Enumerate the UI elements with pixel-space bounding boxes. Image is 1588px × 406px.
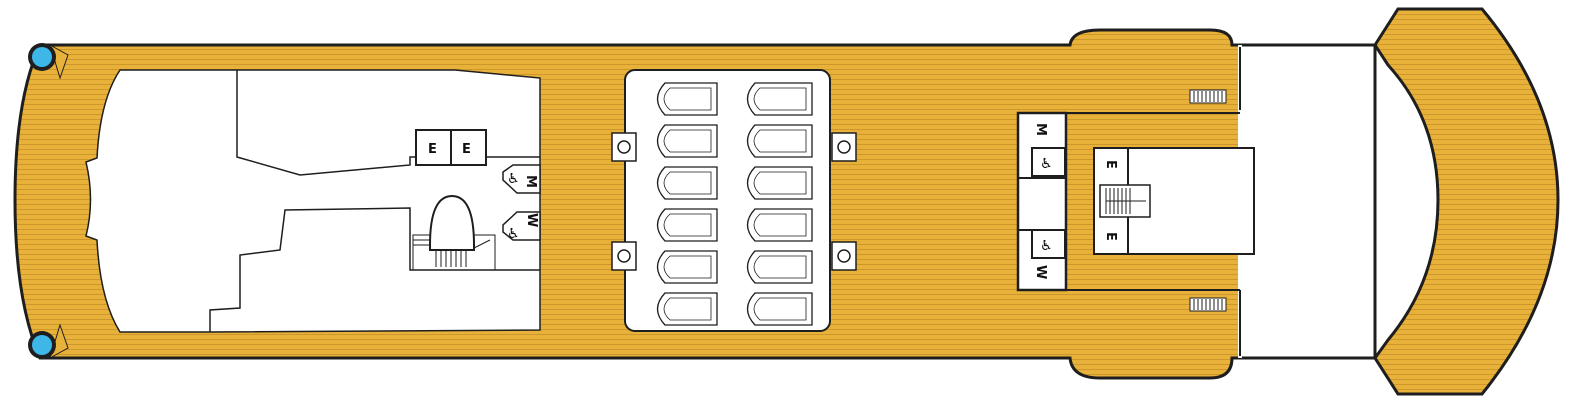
accessible-icon: ♿	[1040, 156, 1053, 172]
accessible-icon: ♿	[507, 226, 520, 242]
lifeboat	[656, 82, 718, 116]
lifeboat-detail	[663, 293, 718, 325]
life-ring-stations	[611, 132, 857, 271]
forward-structure	[1016, 89, 1255, 312]
lifeboat	[656, 250, 718, 284]
lifeboat	[656, 166, 718, 200]
aft-staircase	[412, 194, 496, 271]
womens-restroom	[502, 211, 541, 241]
aft-interior	[85, 69, 541, 333]
lifeboats	[656, 82, 813, 326]
lifeboat	[746, 82, 813, 116]
vent-grate	[1189, 89, 1227, 104]
lifeboat-detail	[753, 83, 813, 115]
accessible-icon: ♿	[1040, 238, 1053, 254]
men-label: M	[523, 175, 538, 188]
women-label: W	[524, 213, 539, 227]
pool-top	[28, 43, 69, 80]
lifeboat-detail	[663, 83, 718, 115]
vent-grate	[1189, 297, 1227, 312]
accessible-icon: ♿	[507, 171, 520, 187]
bow-deck	[1373, 7, 1560, 396]
elevator-label: E	[462, 142, 471, 157]
lifeboat	[746, 250, 813, 284]
pool-bottom	[28, 323, 69, 360]
lifeboat	[656, 208, 718, 242]
open-area	[1240, 43, 1377, 360]
elevator-label: E	[428, 142, 437, 157]
elevator-label: E	[1103, 232, 1118, 241]
women-label: W	[1033, 265, 1048, 279]
lifeboat	[746, 292, 813, 326]
lifeboat-detail	[753, 125, 813, 157]
mens-restroom	[502, 164, 541, 194]
lifeboat-detail	[663, 125, 718, 157]
lifeboat-detail	[753, 251, 813, 283]
lifeboat-detail	[753, 209, 813, 241]
lifeboat-detail	[663, 167, 718, 199]
elevator-label: E	[1103, 160, 1118, 169]
lifeboat	[746, 124, 813, 158]
lifeboat-detail	[663, 209, 718, 241]
lifeboat-detail	[753, 293, 813, 325]
men-label: M	[1033, 123, 1048, 136]
lifeboat-detail	[753, 167, 813, 199]
lifeboat	[746, 166, 813, 200]
lifeboat	[656, 124, 718, 158]
lifeboat-detail	[663, 251, 718, 283]
lifeboat	[656, 292, 718, 326]
lifeboat	[746, 208, 813, 242]
